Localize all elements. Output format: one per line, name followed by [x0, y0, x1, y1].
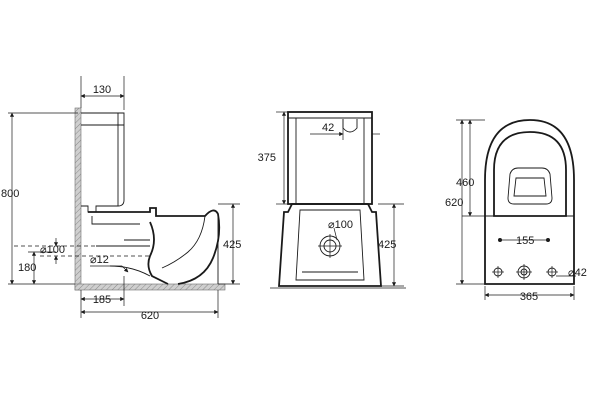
top-seat	[493, 131, 567, 217]
floor	[74, 283, 226, 291]
top-outline	[484, 119, 575, 285]
dim-fixing-spacing: 155	[516, 235, 534, 247]
dim-front-bowl-height: 425	[378, 239, 396, 251]
dim-total-height: 800	[1, 188, 19, 200]
dim-fixing-diameter: ⌀42	[568, 267, 587, 279]
dim-side-outlet-diameter: ⌀100	[40, 244, 65, 256]
side-bowl	[88, 207, 221, 285]
dim-tank-height: 375	[258, 152, 276, 164]
dim-total-length: 620	[445, 197, 463, 209]
dim-side-bowl-height: 425	[223, 239, 241, 251]
dim-front-outlet-diameter: ⌀100	[328, 219, 353, 231]
top-bowl-opening	[507, 167, 553, 205]
dim-bowl-length: 460	[456, 177, 474, 189]
dim-tank-depth: 130	[93, 84, 111, 96]
dim-total-depth: 620	[141, 310, 159, 322]
front-view: 42 375 ⌀100 425	[258, 111, 406, 289]
side-view: 130 800 425 ⌀100 180 ⌀12 185 620	[1, 76, 241, 322]
dim-button-offset: 42	[322, 122, 334, 134]
wall	[74, 107, 82, 291]
dim-outlet-distance: 185	[93, 294, 111, 306]
flush-button-icon	[342, 119, 358, 133]
dim-water-inlet: ⌀12	[90, 254, 109, 266]
dim-total-width: 365	[520, 291, 538, 303]
top-view: 155 ⌀42 460 620 365	[445, 119, 587, 303]
dim-outlet-height: 180	[18, 262, 36, 274]
